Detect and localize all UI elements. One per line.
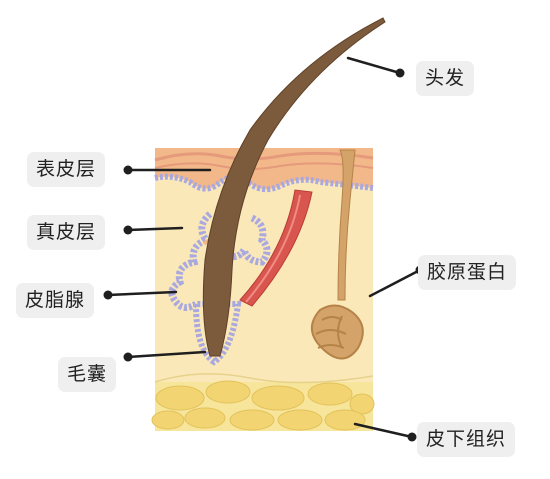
arrector-pili-muscle: [239, 189, 313, 307]
hair-shaft: [202, 17, 386, 357]
label-hair: 头发: [416, 61, 475, 96]
label-collagen: 胶原蛋白: [418, 255, 517, 290]
label-dermis: 真皮层: [27, 215, 106, 250]
collagen-fiber: [311, 149, 364, 360]
subcutaneous-layer: [151, 373, 375, 431]
label-epidermis: 表皮层: [27, 152, 106, 187]
label-subcutaneous: 皮下组织: [417, 422, 516, 457]
leader-lines: [106, 56, 422, 439]
label-sebaceous-gland: 皮脂腺: [16, 283, 95, 318]
label-hair-follicle: 毛囊: [58, 357, 117, 392]
